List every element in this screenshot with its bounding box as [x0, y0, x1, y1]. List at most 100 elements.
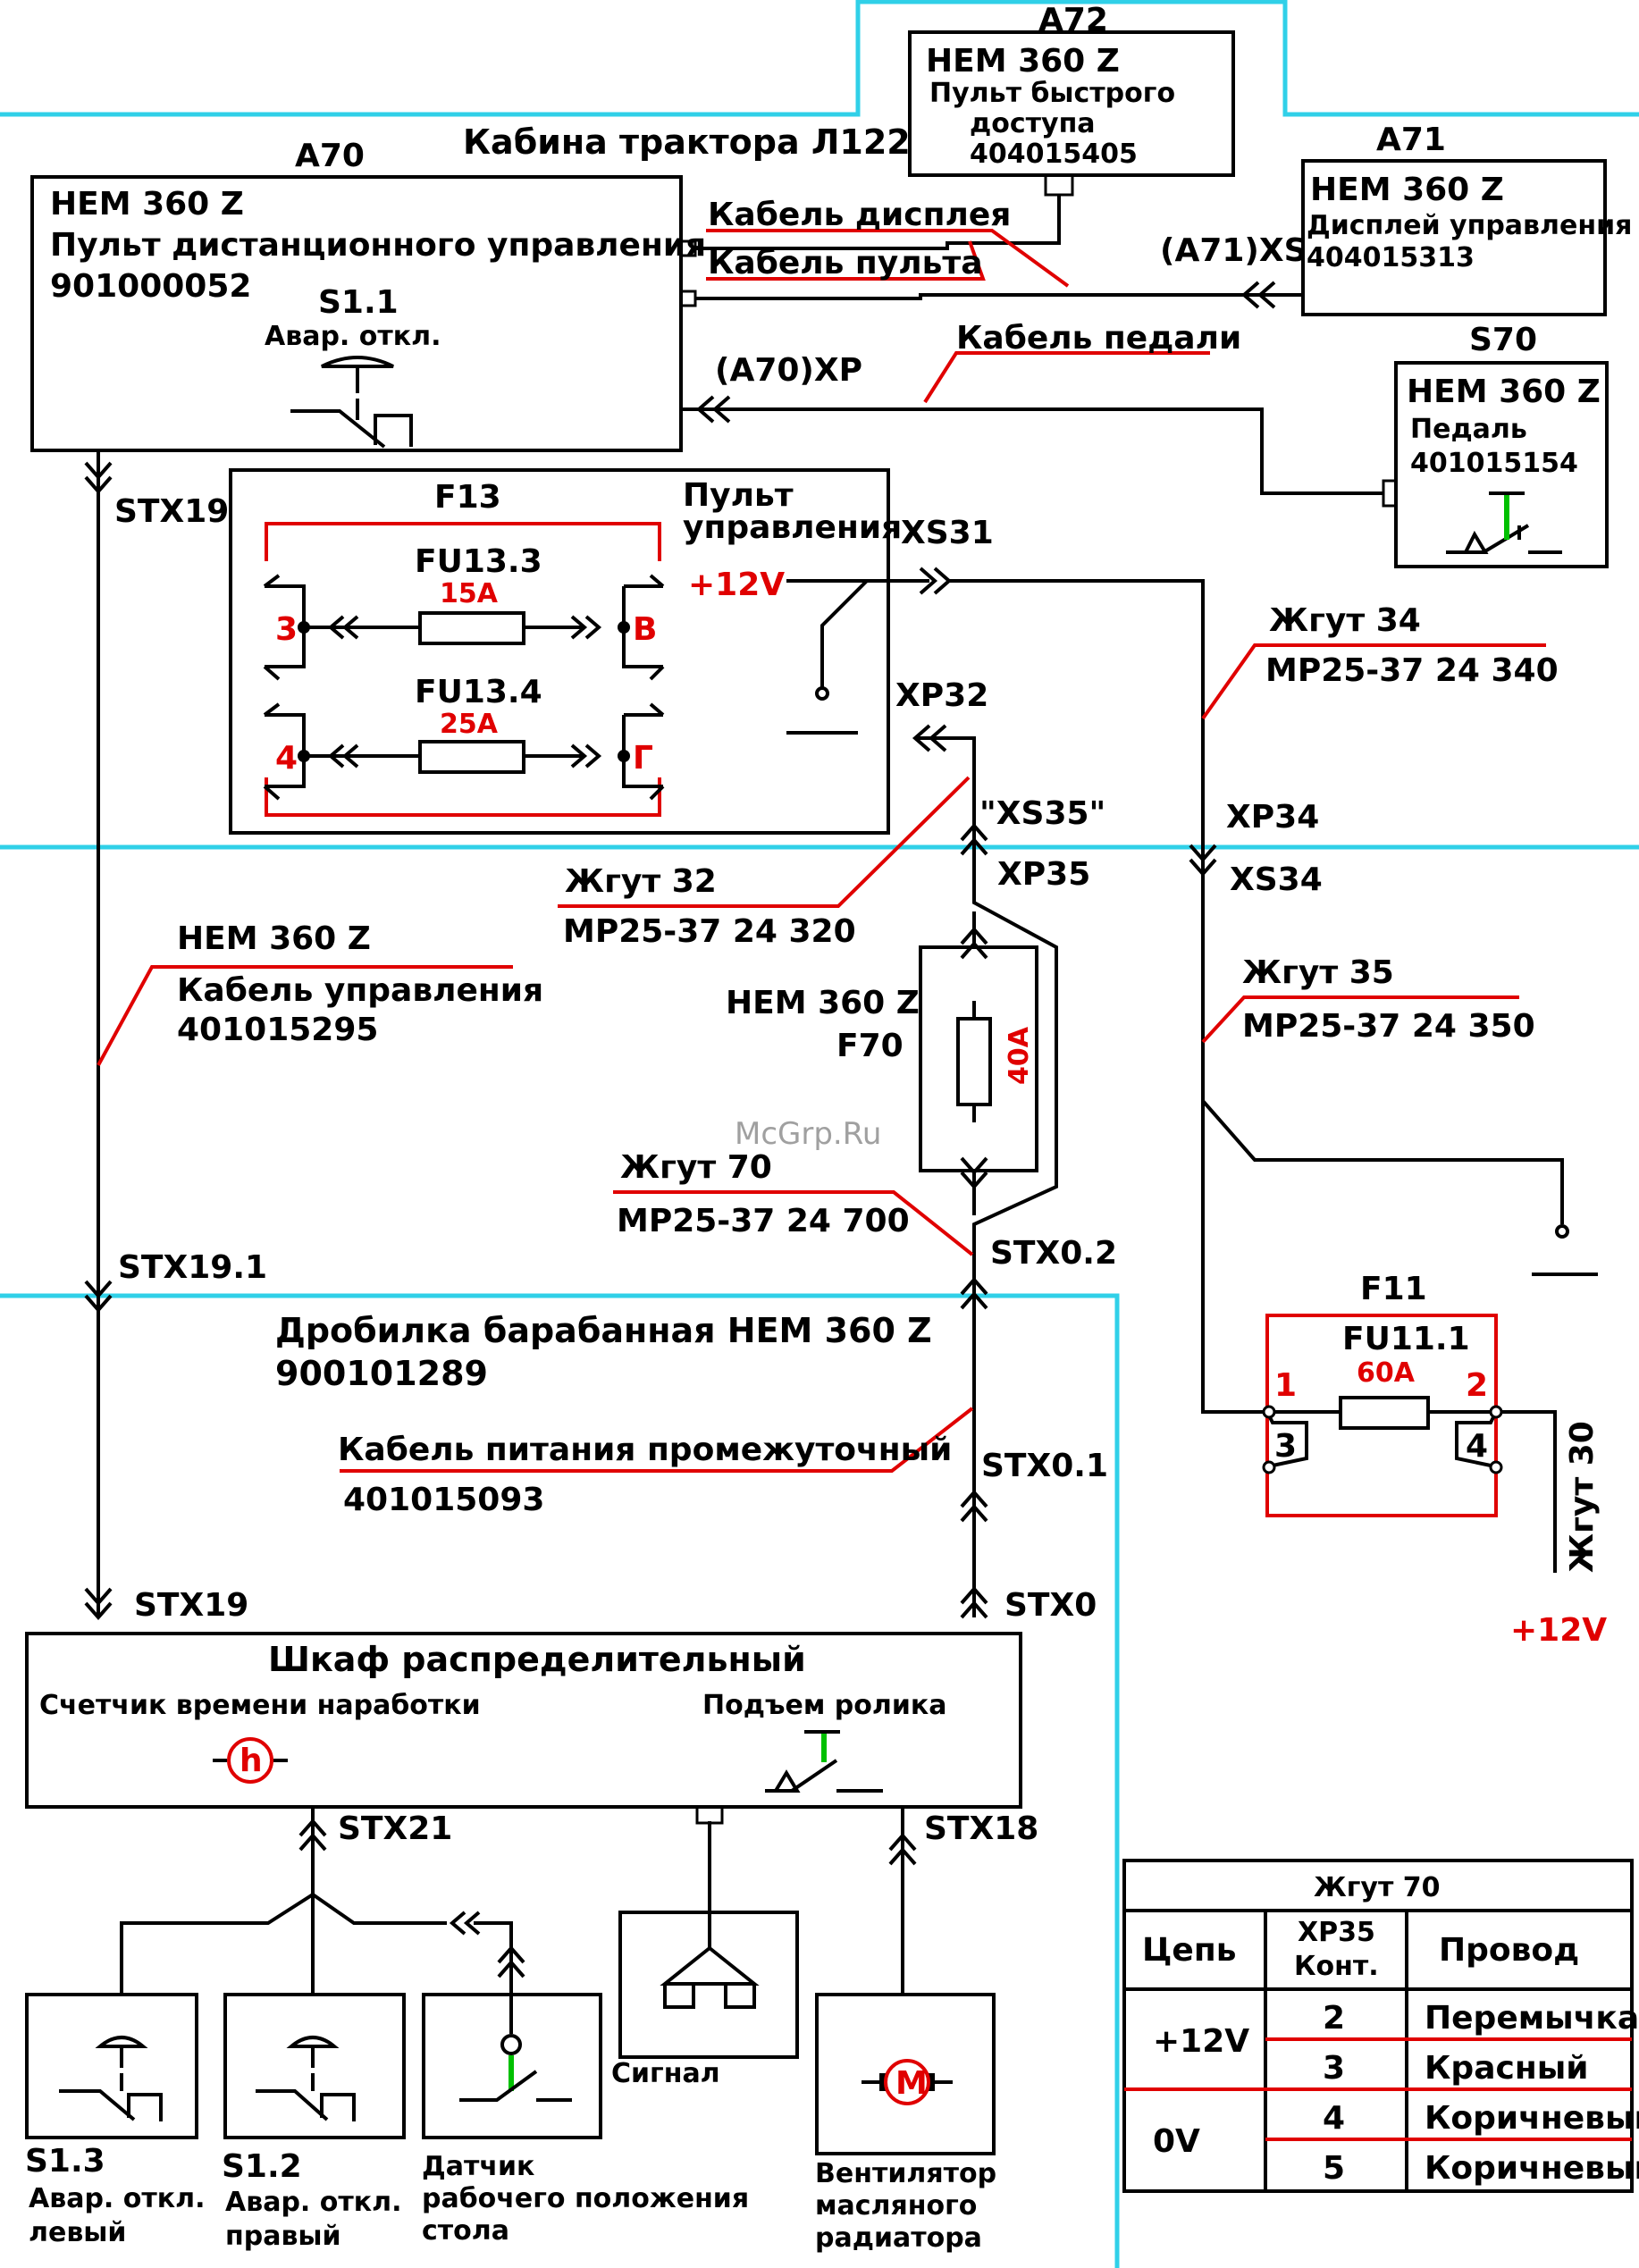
f13-pin-4: 4	[275, 740, 298, 777]
s12-line1: Авар. откл.	[225, 2187, 402, 2218]
stx0-2-chevron	[960, 1276, 988, 1310]
stx0-2-label: STX0.2	[990, 1235, 1117, 1272]
signal-connector	[695, 1805, 724, 1825]
stx19-bot-chevron	[84, 1587, 113, 1621]
f11-rating: 60A	[1357, 1357, 1416, 1389]
table-row-2-wire: Красный	[1425, 2050, 1588, 2087]
a71-name: Дисплей управления	[1307, 210, 1632, 241]
s70-box	[1394, 361, 1609, 568]
remote-cable-flag	[706, 240, 986, 281]
f11-pin-4: 4	[1466, 1428, 1488, 1465]
display-cable	[695, 195, 1061, 250]
s13-emergency-switch	[59, 2036, 163, 2121]
table-position-sensor	[459, 1995, 572, 2102]
fan-line2: масляного	[815, 2190, 977, 2222]
xp35-label: XP35	[997, 856, 1090, 893]
fu13-3-label: FU13.3	[415, 543, 542, 580]
xs31-switch-contact	[815, 686, 829, 701]
f13-ref: F13	[434, 479, 501, 516]
ground-branch	[1201, 1099, 1598, 1276]
harness-32-label: Жгут 32	[565, 863, 717, 900]
f13-panel-box	[229, 468, 890, 835]
sensor-chevron-h	[449, 1911, 481, 1936]
a72-model: HEM 360 Z	[926, 43, 1120, 80]
a72-connector	[1044, 173, 1074, 197]
s13-ref: S1.3	[25, 2143, 105, 2180]
stx19-top-label: STX19	[114, 493, 229, 530]
a71-model: HEM 360 Z	[1310, 172, 1504, 208]
stx0-1-label: STX0.1	[981, 1448, 1108, 1484]
table-row-1-circuit: +12V	[1153, 2023, 1249, 2060]
harness-35-code: MP25-37 24 350	[1242, 1008, 1535, 1045]
crusher-region-border	[0, 1293, 1120, 2268]
a70-connector-2	[679, 290, 697, 307]
f13-panel-line1: Пульт	[683, 477, 794, 514]
stx19-1-chevron	[84, 1280, 113, 1314]
cabinet-title: Шкаф распределительный	[268, 1640, 806, 1679]
f70-model: HEM 360 Z	[726, 985, 920, 1021]
cabinet-roller-label: Подъем ролика	[702, 1690, 947, 1721]
table-row-1-contact: 2	[1323, 2000, 1345, 2037]
s12-emergency-switch	[256, 2036, 356, 2121]
hour-meter-symbol: h	[240, 1743, 263, 1779]
harness-70-table	[1122, 1859, 1634, 2193]
s12-line2: правый	[225, 2221, 341, 2252]
stx0-label: STX0	[1004, 1587, 1097, 1624]
harness-70-flag	[613, 1190, 974, 1256]
s70-name: Педаль	[1410, 414, 1527, 445]
s12-ref: S1.2	[222, 2148, 302, 2185]
signal-label: Сигнал	[611, 2058, 720, 2089]
crusher-code: 900101289	[275, 1354, 488, 1393]
harness-32-code: MP25-37 24 320	[563, 913, 856, 950]
a72-code: 404015405	[970, 139, 1138, 170]
table-title: Жгут 70	[1314, 1872, 1441, 1903]
fu13-3-rating: 15A	[440, 578, 499, 609]
hour-meter-icon	[213, 1737, 288, 1784]
remote-cable	[695, 293, 1242, 300]
crusher-title: Дробилка барабанная HEM 360 Z	[275, 1311, 932, 1350]
s70-connector	[1382, 479, 1398, 508]
f11-fu-label: FU11.1	[1342, 1321, 1470, 1357]
xs31-switch	[786, 579, 929, 735]
xs34-label: XS34	[1230, 861, 1323, 898]
harness-35-flag	[1201, 995, 1519, 1044]
f13-plus12-label: +12V	[688, 567, 785, 603]
f11-pin-2: 2	[1466, 1367, 1488, 1404]
harness-70-code: MP25-37 24 700	[617, 1203, 910, 1239]
xp32-label: XP32	[895, 677, 988, 714]
power-cable-flag	[340, 1407, 974, 1473]
s70-ref: S70	[1469, 322, 1537, 358]
f13-pin-b: В	[633, 611, 657, 648]
table-row-3-circuit: 0V	[1153, 2123, 1200, 2160]
f11-plus12-label: +12V	[1510, 1612, 1607, 1649]
stx21-label: STX21	[338, 1810, 452, 1847]
stx0-1-chevron	[960, 1489, 988, 1523]
control-cable-model: HEM 360 Z	[177, 920, 371, 957]
a71-ref: A71	[1376, 122, 1446, 158]
fan-line1: Вентилятор	[815, 2158, 996, 2189]
stx19-1-label: STX19.1	[118, 1249, 267, 1286]
xs31-label: XS31	[901, 515, 994, 551]
xs35-label: "XS35"	[979, 795, 1105, 832]
a71-connector-label: (A71)XS	[1160, 232, 1307, 269]
fu13-3-fuse	[263, 574, 665, 681]
sensor-line1: Датчик	[422, 2151, 534, 2182]
remote-cable-label: Кабель пульта	[708, 245, 983, 281]
table-row-4-wire: Коричневый	[1425, 2150, 1639, 2187]
s70-model: HEM 360 Z	[1407, 374, 1601, 410]
cab-region-title: Кабина трактора Л1221	[463, 122, 934, 162]
table-row-4-contact: 5	[1323, 2150, 1345, 2187]
fu13-4-rating: 25A	[440, 709, 499, 740]
display-cable-label: Кабель дисплея	[708, 197, 1011, 233]
a70-model: HEM 360 Z	[50, 186, 244, 223]
display-cable-flag	[706, 229, 1070, 288]
power-cable-name: Кабель питания промежуточный	[338, 1432, 952, 1468]
control-cable-code: 401015295	[177, 1012, 378, 1048]
a72-name-line1: Пульт быстрого	[929, 78, 1175, 109]
s13-box	[25, 1993, 198, 2139]
f70-fuse	[919, 911, 1038, 1215]
control-cable-name: Кабель управления	[177, 972, 543, 1009]
harness-34-code: MP25-37 24 340	[1265, 652, 1559, 689]
xs35-chevron	[960, 822, 988, 856]
